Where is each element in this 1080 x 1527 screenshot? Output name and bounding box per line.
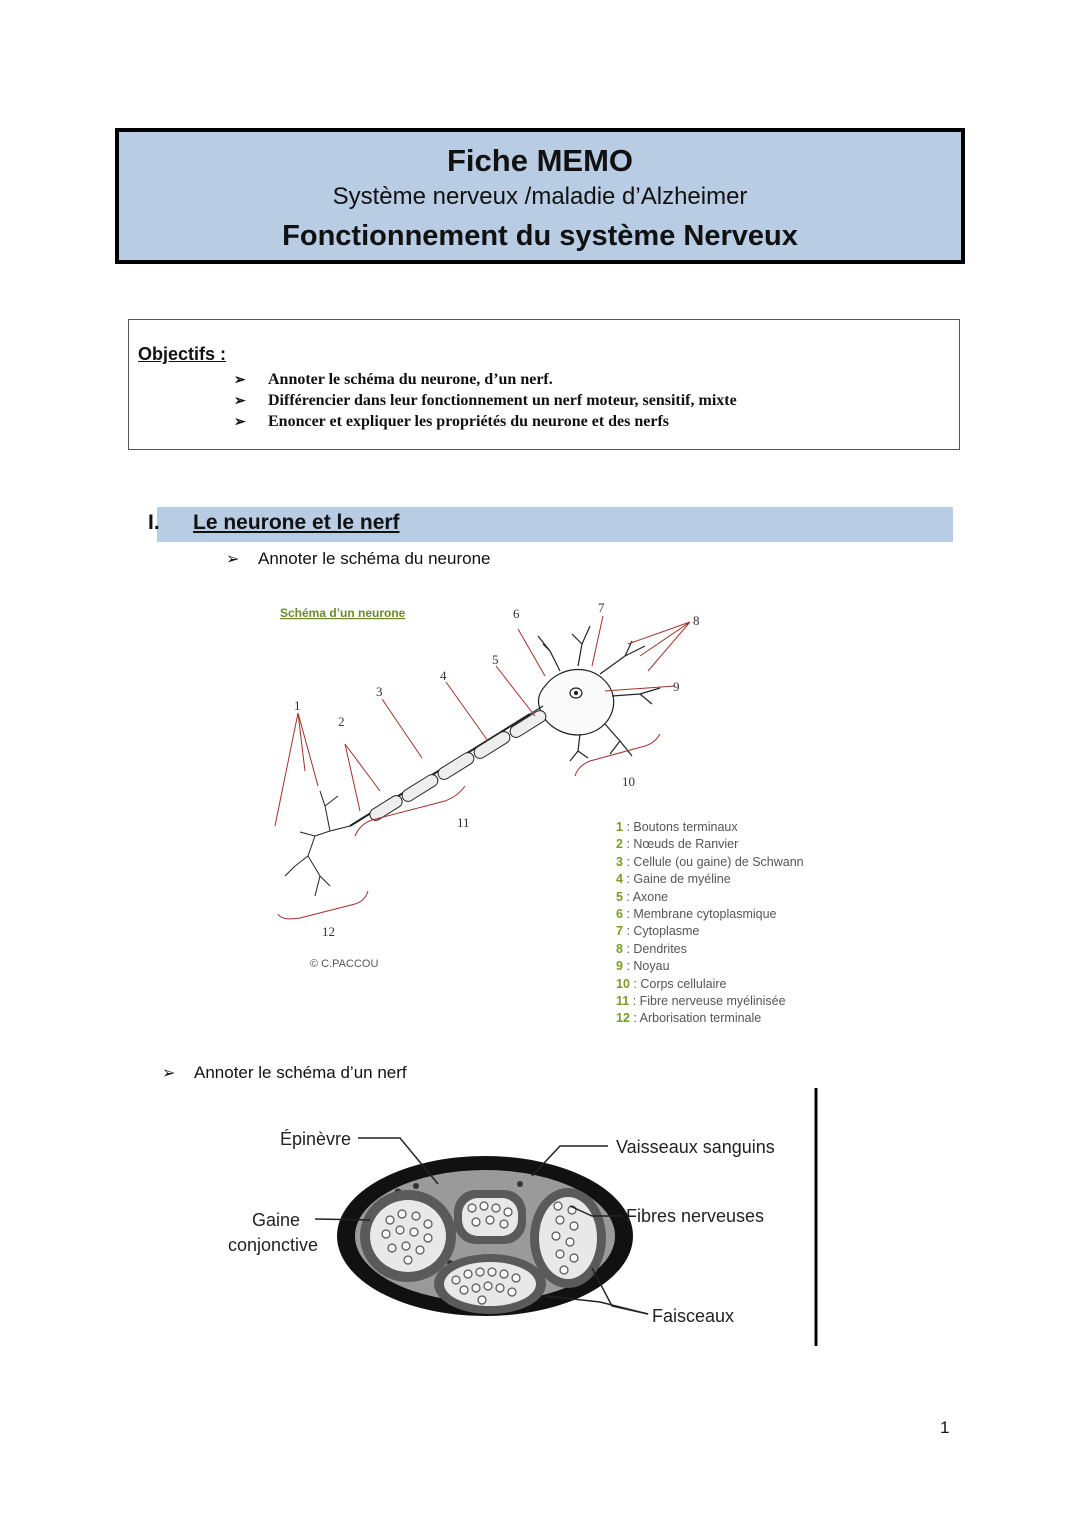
gaine-label: Gaine <box>252 1210 300 1230</box>
callout-5: 5 <box>492 652 499 667</box>
nerve-instruction: ➢Annoter le schéma d’un nerf <box>162 1062 407 1085</box>
legend-item: 4 : Gaine de myéline <box>616 872 731 887</box>
document-title: Fiche MEMO <box>446 143 633 178</box>
callout-12: 12 <box>322 924 335 939</box>
terminal-arborisation <box>284 790 351 897</box>
conjonctive-label: conjonctive <box>228 1235 318 1255</box>
myelinated-axon <box>349 710 547 827</box>
arrow-bullet-icon: ➢ <box>162 1065 176 1082</box>
neuron-instruction: ➢Annoter le schéma du neurone <box>226 548 491 571</box>
arrow-bullet-icon: ➢ <box>226 551 240 568</box>
callout-8: 8 <box>693 613 700 628</box>
callout-10: 10 <box>622 774 635 789</box>
section-band <box>157 507 953 542</box>
nerve-diagram: Épinèvre Vaisseaux sanguins Gaine conjon… <box>228 1088 818 1346</box>
objective-item: ➢Enoncer et expliquer les propriétés du … <box>234 412 669 433</box>
legend-item: 12 : Arborisation terminale <box>616 1011 762 1026</box>
callout-9: 9 <box>673 679 680 694</box>
page-number: 1 <box>940 1418 950 1437</box>
legend-item: 3 : Cellule (ou gaine) de Schwann <box>616 854 804 869</box>
copyright-text: © C.PACCOU <box>310 958 378 970</box>
cell-body <box>529 625 661 762</box>
callout-6: 6 <box>513 606 520 621</box>
arrow-bullet-icon: ➢ <box>234 394 246 409</box>
legend-item: 11 : Fibre nerveuse myélinisée <box>616 994 786 1009</box>
callout-3: 3 <box>376 684 383 699</box>
arrow-bullet-icon: ➢ <box>234 373 246 388</box>
legend-item: 10 : Corps cellulaire <box>616 976 727 991</box>
faisceaux-label: Faisceaux <box>652 1306 734 1326</box>
nerve-fibres <box>381 1201 579 1305</box>
callout-lines <box>274 615 691 827</box>
document-subtitle: Système nerveux /maladie d’Alzheimer <box>332 183 748 210</box>
legend-item: 7 : Cytoplasme <box>616 924 700 939</box>
fibres-label: Fibres nerveuses <box>626 1206 764 1226</box>
callout-1: 1 <box>294 698 301 713</box>
objective-item: ➢Différencier dans leur fonctionnement u… <box>234 391 737 412</box>
vaisseaux-label: Vaisseaux sanguins <box>616 1137 775 1157</box>
document-heading: Fonctionnement du système Nerveux <box>282 220 798 252</box>
neuron-legend: 1 : Boutons terminaux 2 : Nœuds de Ranvi… <box>616 819 804 1028</box>
legend-item: 1 : Boutons terminaux <box>616 820 738 834</box>
callout-2: 2 <box>338 714 345 729</box>
objective-item: ➢Annoter le schéma du neurone, d’un nerf… <box>234 370 553 391</box>
epinevre-label: Épinèvre <box>280 1129 351 1149</box>
legend-item: 6 : Membrane cytoplasmique <box>616 907 777 922</box>
section-title: Le neurone et le nerf <box>193 511 400 534</box>
legend-item: 2 : Nœuds de Ranvier <box>616 837 739 852</box>
brace-marks <box>277 733 661 920</box>
title-box: Fiche MEMO Système nerveux /maladie d’Al… <box>115 128 965 264</box>
objectives-box: Objectifs : ➢Annoter le schéma du neuron… <box>128 319 960 450</box>
nerve-leader-lines <box>314 1137 649 1315</box>
legend-item: 8 : Dendrites <box>616 941 687 956</box>
callout-11: 11 <box>457 815 470 830</box>
arrow-bullet-icon: ➢ <box>234 415 246 430</box>
objectives-label: Objectifs : <box>138 344 227 364</box>
legend-item: 5 : Axone <box>616 889 669 904</box>
callout-4: 4 <box>440 668 447 683</box>
section-number: I. <box>148 511 160 534</box>
legend-item: 9 : Noyau <box>616 959 670 974</box>
neuron-diagram: Schéma d’un neurone <box>274 600 700 970</box>
neuron-diagram-title: Schéma d’un neurone <box>280 606 406 620</box>
callout-7: 7 <box>598 600 605 615</box>
nerve-labels: Épinèvre Vaisseaux sanguins Gaine conjon… <box>228 1129 775 1326</box>
callout-numbers: 1 2 3 4 5 6 7 8 9 10 11 12 <box>294 600 700 939</box>
